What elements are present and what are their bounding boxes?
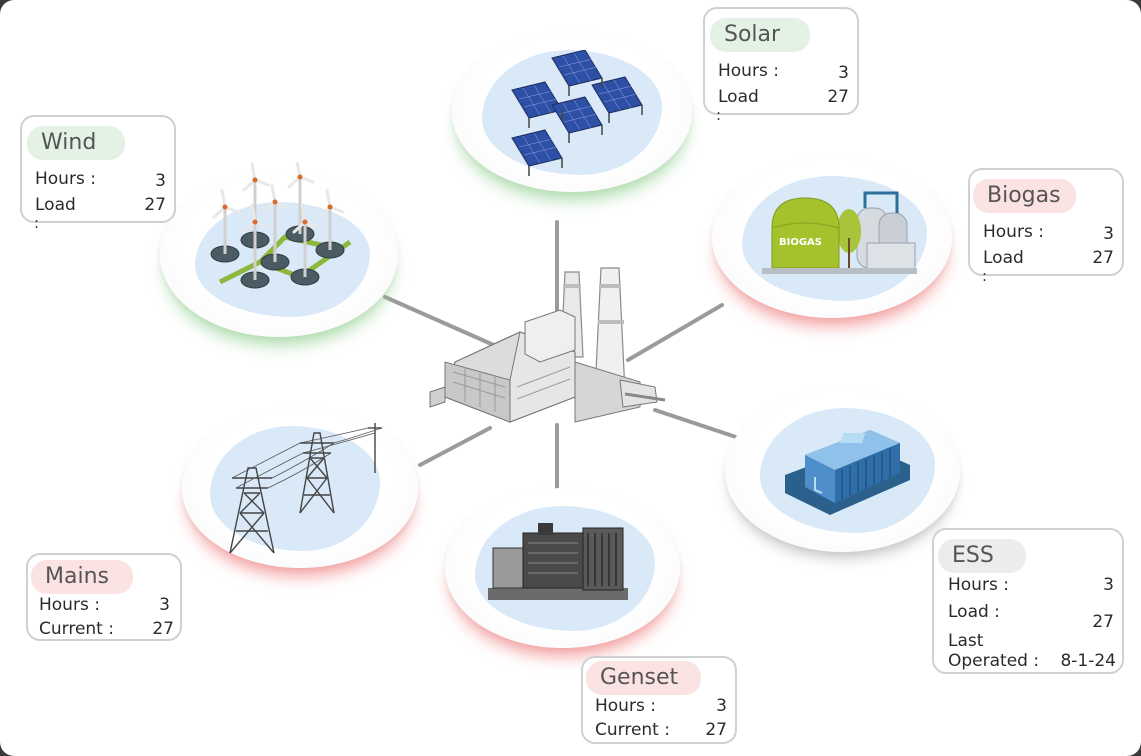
ess-last-operated-value: 8-1-24: [1060, 651, 1116, 671]
ess-load-value: 27: [1092, 612, 1114, 632]
wind-turbine-icon: [210, 162, 352, 289]
wind-load-colon: :: [34, 214, 40, 232]
ess-hours-label: Hours :: [948, 575, 1009, 595]
genset-hours-value: 3: [716, 696, 727, 716]
solar-load-value: 27: [827, 87, 849, 107]
ess-card[interactable]: ESS Hours : 3 Load : 27 Last Operated : …: [932, 528, 1124, 674]
mains-card[interactable]: Mains Hours : 3 Current : 27: [26, 553, 182, 641]
generator-icon: [488, 523, 628, 600]
genset-hours-label: Hours :: [595, 696, 656, 716]
ess-hours-value: 3: [1103, 575, 1114, 595]
wind-load-label: Load: [35, 195, 76, 215]
mains-hours-label: Hours :: [39, 595, 100, 615]
solar-panel-icon: [511, 50, 643, 176]
ess-node[interactable]: [725, 390, 960, 552]
biogas-load-colon: :: [982, 267, 988, 285]
mains-current-value: 27: [152, 619, 174, 639]
connector-biogas: [626, 303, 724, 362]
wind-card[interactable]: Wind Hours : 3 Load 27: [20, 115, 176, 223]
connector-mains: [418, 426, 492, 467]
wind-load-value: 27: [144, 195, 166, 215]
solar-hours-label: Hours :: [718, 61, 779, 81]
biogas-load-value: 27: [1092, 248, 1114, 268]
wind-title: Wind: [27, 126, 125, 160]
mains-current-label: Current :: [39, 619, 114, 639]
solar-load-label: Load: [718, 87, 759, 107]
connector-ess: [653, 408, 747, 442]
solar-load-colon: :: [716, 106, 722, 124]
mains-title: Mains: [31, 560, 133, 594]
transmission-tower-icon: [229, 423, 383, 554]
biogas-card[interactable]: Biogas Hours : 3 Load 27: [968, 168, 1124, 276]
biogas-title: Biogas: [973, 179, 1076, 213]
solar-card[interactable]: Solar Hours : 3 Load 27: [703, 7, 859, 115]
mains-hours-value: 3: [159, 595, 170, 615]
biogas-hours-value: 3: [1103, 224, 1114, 244]
genset-node[interactable]: [445, 488, 680, 648]
connector-wind: [383, 295, 507, 352]
biogas-hours-label: Hours :: [983, 222, 1044, 242]
genset-card[interactable]: Genset Hours : 3 Current : 27: [581, 656, 737, 744]
solar-node[interactable]: [452, 32, 692, 192]
power-plant-icon: [429, 267, 666, 423]
solar-hours-value: 3: [838, 63, 849, 83]
wind-hours-label: Hours :: [35, 169, 96, 189]
wind-node[interactable]: [160, 162, 398, 337]
mains-node[interactable]: [182, 408, 418, 568]
genset-current-value: 27: [705, 720, 727, 740]
ess-title: ESS: [938, 539, 1026, 573]
biogas-node[interactable]: BIOGAS: [712, 158, 952, 318]
battery-storage-icon: [785, 430, 910, 515]
genset-current-label: Current :: [595, 720, 670, 740]
biogas-load-label: Load: [983, 248, 1024, 268]
biogas-plant-icon: BIOGAS: [762, 191, 917, 274]
ess-load-label: Load :: [948, 602, 1000, 622]
biogas-sign: BIOGAS: [779, 237, 822, 248]
ess-operated-label: Operated :: [948, 651, 1040, 671]
solar-title: Solar: [710, 18, 810, 52]
wind-hours-value: 3: [155, 171, 166, 191]
genset-title: Genset: [586, 661, 701, 695]
ess-last-label: Last: [948, 631, 984, 651]
